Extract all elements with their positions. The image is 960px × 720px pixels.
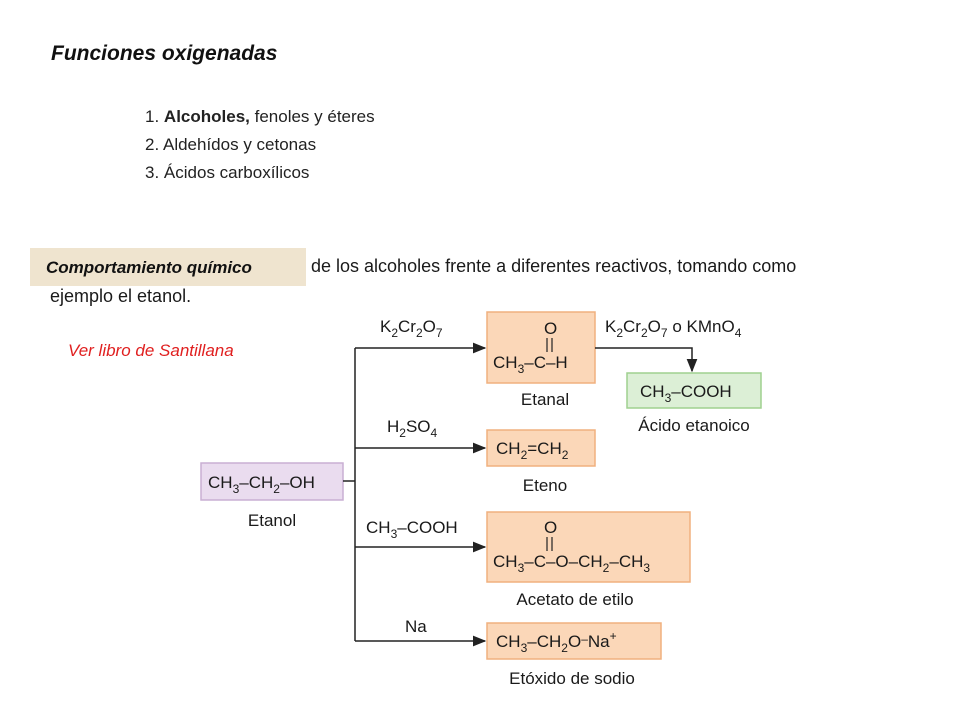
reagent-sodium: Na <box>405 617 427 636</box>
ethanal-formula: CH3–C–H <box>493 353 568 376</box>
description-line-2: ejemplo el etanol. <box>50 286 192 306</box>
topic-item-1: 1. Alcoholes, fenoles y éteres <box>145 107 375 126</box>
badge-label: Comportamiento químico <box>46 258 252 277</box>
page-title: Funciones oxigenadas <box>51 42 278 65</box>
ethyl-acetate-oxygen: O <box>544 518 557 537</box>
reagent-acetic-acid: CH3–COOH <box>366 518 458 541</box>
ethanol-box <box>200 462 344 501</box>
sodium-ethoxide-formula: CH3–CH2O–Na+ <box>496 629 617 655</box>
ethene-formula: CH2=CH2 <box>496 439 569 462</box>
ethanoic-acid-box <box>626 372 762 409</box>
ethanal-oxygen: O <box>544 319 557 338</box>
ethene-label: Eteno <box>523 476 567 495</box>
sodium-ethoxide-box <box>486 622 662 660</box>
ethanal-label: Etanal <box>521 390 569 409</box>
arrow-to-ethanoic-acid <box>595 347 698 373</box>
ethanoic-acid-label: Ácido etanoico <box>638 416 750 435</box>
ethyl-acetate-label: Acetato de etilo <box>516 590 633 609</box>
reagent-k2cr2o7-o-kmno4: K2Cr2O7 o KMnO4 <box>605 317 742 340</box>
ethyl-acetate-box <box>486 511 691 583</box>
ethanol-label: Etanol <box>248 511 296 530</box>
reference-text: Ver libro de Santillana <box>68 341 234 360</box>
sodium-ethoxide-label: Etóxido de sodio <box>509 669 635 688</box>
ethene-box <box>486 429 596 467</box>
reagent-h2so4: H2SO4 <box>387 417 438 440</box>
topic-item-2: 2. Aldehídos y cetonas <box>145 135 317 154</box>
ethanoic-acid-formula: CH3–COOH <box>640 382 732 405</box>
topic-item-3: 3. Ácidos carboxílicos <box>145 163 310 182</box>
reaction-arrows <box>343 342 698 647</box>
ethanal-box <box>486 311 596 384</box>
reagent-k2cr2o7: K2Cr2O7 <box>380 317 443 340</box>
description-line-1: de los alcoholes frente a diferentes rea… <box>311 256 797 276</box>
ethyl-acetate-formula: CH3–C–O–CH2–CH3 <box>493 552 650 575</box>
topic-list: 1. Alcoholes, fenoles y éteres 2. Aldehí… <box>145 103 375 187</box>
chemical-behavior-badge: Comportamiento químico <box>30 248 306 286</box>
